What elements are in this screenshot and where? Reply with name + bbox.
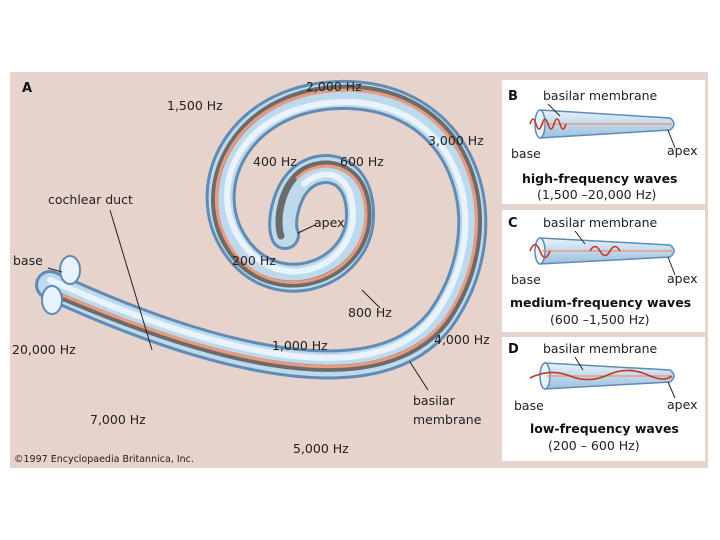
panel-b-membrane-label: basilar membrane	[543, 88, 658, 103]
panel-b: B basilar membrane base apex high-freque…	[502, 80, 705, 204]
panel-d-title: low-frequency waves	[530, 421, 679, 436]
panel-b-title: high-frequency waves	[522, 171, 677, 186]
label-800hz: 800 Hz	[348, 305, 392, 320]
label-600hz: 600 Hz	[340, 154, 384, 169]
panel-c: C basilar membrane base apex medium-freq…	[502, 210, 705, 332]
panel-c-range: (600 –1,500 Hz)	[550, 312, 650, 327]
copyright-notice: ©1997 Encyclopaedia Britannica, Inc.	[14, 454, 194, 465]
panel-c-title: medium-frequency waves	[510, 295, 691, 310]
panel-c-box	[502, 210, 705, 332]
panel-d-base-label: base	[514, 398, 544, 413]
label-basilar: basilar	[413, 393, 456, 408]
label-1000hz: 1,000 Hz	[272, 338, 328, 353]
spiral-tube-fill	[38, 82, 485, 377]
panel-d-wave	[529, 369, 673, 381]
base-opening-lower	[41, 285, 63, 315]
label-7000hz: 7,000 Hz	[90, 412, 146, 427]
label-200hz: 200 Hz	[232, 253, 276, 268]
panel-d-range: (200 – 600 Hz)	[548, 438, 640, 453]
panel-b-base-label: base	[511, 146, 541, 161]
panel-d-letter: D	[508, 342, 519, 357]
panel-c-apex-label: apex	[667, 271, 697, 286]
panel-b-letter: B	[508, 89, 518, 104]
label-20000hz: 20,000 Hz	[12, 342, 76, 357]
panel-b-apex-label: apex	[667, 143, 697, 158]
basilar-membrane-band	[53, 88, 478, 369]
label-apex: apex	[314, 215, 344, 230]
panel-b-range: (1,500 –20,000 Hz)	[537, 187, 656, 202]
label-3000hz: 3,000 Hz	[428, 133, 484, 148]
label-membrane: membrane	[413, 412, 482, 427]
label-5000hz: 5,000 Hz	[293, 441, 349, 456]
panel-c-membrane-label: basilar membrane	[543, 215, 658, 230]
label-base: base	[13, 253, 43, 268]
cochlear-spiral	[35, 79, 488, 380]
panel-b-box	[502, 80, 705, 204]
label-1500hz: 1,500 Hz	[167, 98, 223, 113]
panel-c-letter: C	[508, 216, 518, 231]
label-2000hz: 2,000 Hz	[306, 79, 362, 94]
panel-c-base-label: base	[511, 272, 541, 287]
leader-lines	[47, 209, 429, 391]
panel-b-wave	[529, 118, 567, 130]
panel-c-wave-mid	[589, 245, 621, 257]
spiral-tube-highlight	[47, 98, 469, 361]
panel-d: D basilar membrane base apex low-frequen…	[502, 337, 705, 461]
panel-a-letter: A	[22, 81, 32, 96]
panel-c-wave-left	[529, 243, 551, 259]
label-cochlear-duct: cochlear duct	[48, 192, 133, 207]
label-400hz: 400 Hz	[253, 154, 297, 169]
label-4000hz: 4,000 Hz	[434, 332, 490, 347]
base-opening-upper	[59, 255, 81, 285]
panel-d-apex-label: apex	[667, 397, 697, 412]
panel-d-box	[502, 337, 705, 461]
panel-d-membrane-label: basilar membrane	[543, 341, 658, 356]
